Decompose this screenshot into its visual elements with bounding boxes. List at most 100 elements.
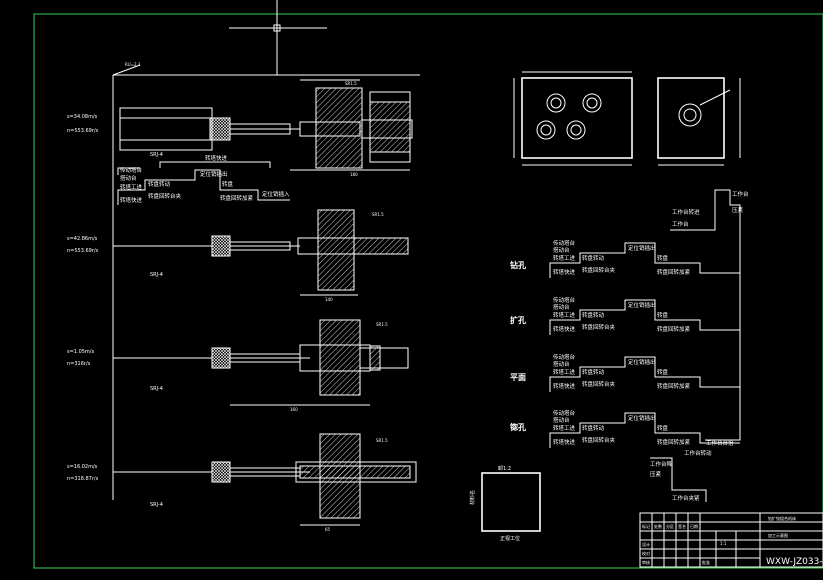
svg-text:SRJ-4: SRJ-4 xyxy=(150,502,163,508)
spindle-assembly-3: s=1.05m/s n=316r/s SR1.5 SRJ-4 160 xyxy=(67,319,409,412)
spindle-rpm-1: n=553.69r/s xyxy=(67,128,99,134)
step-line xyxy=(549,299,740,335)
step-line xyxy=(549,242,740,278)
svg-text:工作台降: 工作台降 xyxy=(650,460,673,468)
step-label: 转盘回转台夹 xyxy=(582,380,616,388)
svg-text:s=16.02m/s: s=16.02m/s xyxy=(67,464,98,470)
svg-text:s=42.86m/s: s=42.86m/s xyxy=(67,236,98,242)
spindle-assembly-1: s=34.08m/s n=553.69r/s SR1.5 SRJ-4 180 xyxy=(67,79,413,177)
svg-text:压紧: 压紧 xyxy=(732,206,744,214)
svg-text:压紧: 压紧 xyxy=(650,470,662,478)
svg-text:工作台夹紧: 工作台夹紧 xyxy=(672,494,700,502)
step-label: 转盘回转加紧 xyxy=(657,268,691,276)
svg-text:SR1.5: SR1.5 xyxy=(376,322,388,327)
svg-text:转塔快进: 转塔快进 xyxy=(120,196,143,204)
title-block: 钻扩铰组合机床 加工示意图 1:1 标记 处数 分区 签名 日期 设计 校对 审… xyxy=(639,512,823,568)
step-label: 搭动台 xyxy=(553,303,570,311)
svg-text:s=1.05m/s: s=1.05m/s xyxy=(67,349,94,355)
svg-text:转塔快进: 转塔快进 xyxy=(205,154,228,162)
svg-text:分区: 分区 xyxy=(666,523,674,529)
step-label: 转盘转动 xyxy=(582,311,605,319)
step-line xyxy=(549,412,740,448)
step-blocks: 传动塔台搭动台转塔工进转塔快进转盘转动转盘回转台夹定位销插出转盘转盘回转加紧传动… xyxy=(549,239,740,448)
op-label-drill: 钻孔 xyxy=(510,260,526,270)
drawing-number: WXW-JZ033-G xyxy=(766,557,823,567)
svg-text:RU=2.3: RU=2.3 xyxy=(125,62,141,67)
step-label: 转盘回转台夹 xyxy=(582,266,616,274)
svg-text:转盘回转台夹: 转盘回转台夹 xyxy=(148,192,182,200)
step-label: 传动塔台 xyxy=(553,409,576,417)
svg-text:工作台: 工作台 xyxy=(672,220,689,228)
svg-text:卸1:2: 卸1:2 xyxy=(498,465,511,472)
svg-text:160: 160 xyxy=(290,407,298,412)
step-label: 传动塔台 xyxy=(553,353,576,361)
svg-text:签名: 签名 xyxy=(678,523,686,529)
svg-text:定位销插入: 定位销插入 xyxy=(262,190,290,198)
svg-text:转盘转动: 转盘转动 xyxy=(148,180,171,188)
step-label: 转盘回转加紧 xyxy=(657,325,691,333)
svg-text:材料名: 材料名 xyxy=(469,490,476,505)
step-label: 转盘回转加紧 xyxy=(657,438,691,446)
step-label: 转盘转动 xyxy=(582,424,605,432)
svg-text:工作台转动: 工作台转动 xyxy=(684,449,712,457)
step-label: 转盘 xyxy=(657,424,669,432)
svg-text:n=553.69r/s: n=553.69r/s xyxy=(67,248,99,254)
svg-text:转盘回转加紧: 转盘回转加紧 xyxy=(220,194,254,202)
step-label: 转盘转动 xyxy=(582,368,605,376)
svg-text:SR1.5: SR1.5 xyxy=(372,212,384,217)
step-label: 转盘 xyxy=(657,254,669,262)
step-label: 转盘回转台夹 xyxy=(582,323,616,331)
svg-text:65: 65 xyxy=(325,527,331,532)
spindle-speed-1: s=34.08m/s xyxy=(67,114,98,120)
svg-text:批准: 批准 xyxy=(702,559,710,565)
spindle-label-1: SRJ-4 xyxy=(150,152,163,158)
svg-text:处数: 处数 xyxy=(654,523,662,529)
detail-box: 卸1:2 材料名 正视工位 xyxy=(469,465,541,542)
svg-text:加工示意图: 加工示意图 xyxy=(768,532,788,538)
svg-text:转塔工进: 转塔工进 xyxy=(120,183,143,191)
svg-text:定位销插出: 定位销插出 xyxy=(200,170,228,178)
step-label: 转盘 xyxy=(657,368,669,376)
svg-text:工作台: 工作台 xyxy=(732,190,749,198)
svg-text:140: 140 xyxy=(325,297,333,302)
step-label: 转塔快进 xyxy=(553,382,576,390)
step-label: 转盘转动 xyxy=(582,254,605,262)
step-label: 搭动台 xyxy=(553,246,570,254)
svg-text:标记: 标记 xyxy=(642,523,650,529)
svg-text:SR1.5: SR1.5 xyxy=(345,81,357,86)
step-label: 转塔工进 xyxy=(553,311,576,319)
left-flow-chart: 转塔快进 传动塔台 搭动台 转塔工进 转塔快进 转盘转动 转盘回转台夹 定位销插… xyxy=(117,154,290,205)
svg-text:SR1.5: SR1.5 xyxy=(376,438,388,443)
svg-text:工作台台抬: 工作台台抬 xyxy=(706,439,734,447)
svg-text:传动塔台: 传动塔台 xyxy=(120,166,143,174)
svg-text:正视工位: 正视工位 xyxy=(500,535,520,542)
svg-text:审核: 审核 xyxy=(642,559,650,565)
svg-text:转盘: 转盘 xyxy=(222,180,234,188)
op-label-face: 平面 xyxy=(510,373,526,382)
svg-text:校对: 校对 xyxy=(642,550,650,556)
step-label: 转塔快进 xyxy=(553,438,576,446)
step-label: 搭动台 xyxy=(553,416,570,424)
step-label: 传动塔台 xyxy=(553,296,576,304)
step-label: 转盘回转加紧 xyxy=(657,382,691,390)
step-line xyxy=(549,356,740,392)
step-label: 转塔快进 xyxy=(553,325,576,333)
step-label: 定位销插出 xyxy=(628,358,656,366)
step-label: 搭动台 xyxy=(553,360,570,368)
step-label: 定位销插出 xyxy=(628,414,656,422)
step-label: 传动塔台 xyxy=(553,239,576,247)
svg-text:日期: 日期 xyxy=(690,523,698,529)
right-flow-footer: 工作台台抬 工作台转动 工作台降 压紧 工作台夹紧 xyxy=(650,439,734,502)
step-label: 定位销插出 xyxy=(628,244,656,252)
step-label: 转塔快进 xyxy=(553,268,576,276)
svg-text:1:1: 1:1 xyxy=(720,541,727,546)
step-label: 转盘回转台夹 xyxy=(582,436,616,444)
crosshair-cursor xyxy=(229,0,327,75)
svg-text:钻扩铰组合机床: 钻扩铰组合机床 xyxy=(768,515,796,521)
svg-text:180: 180 xyxy=(350,172,358,177)
